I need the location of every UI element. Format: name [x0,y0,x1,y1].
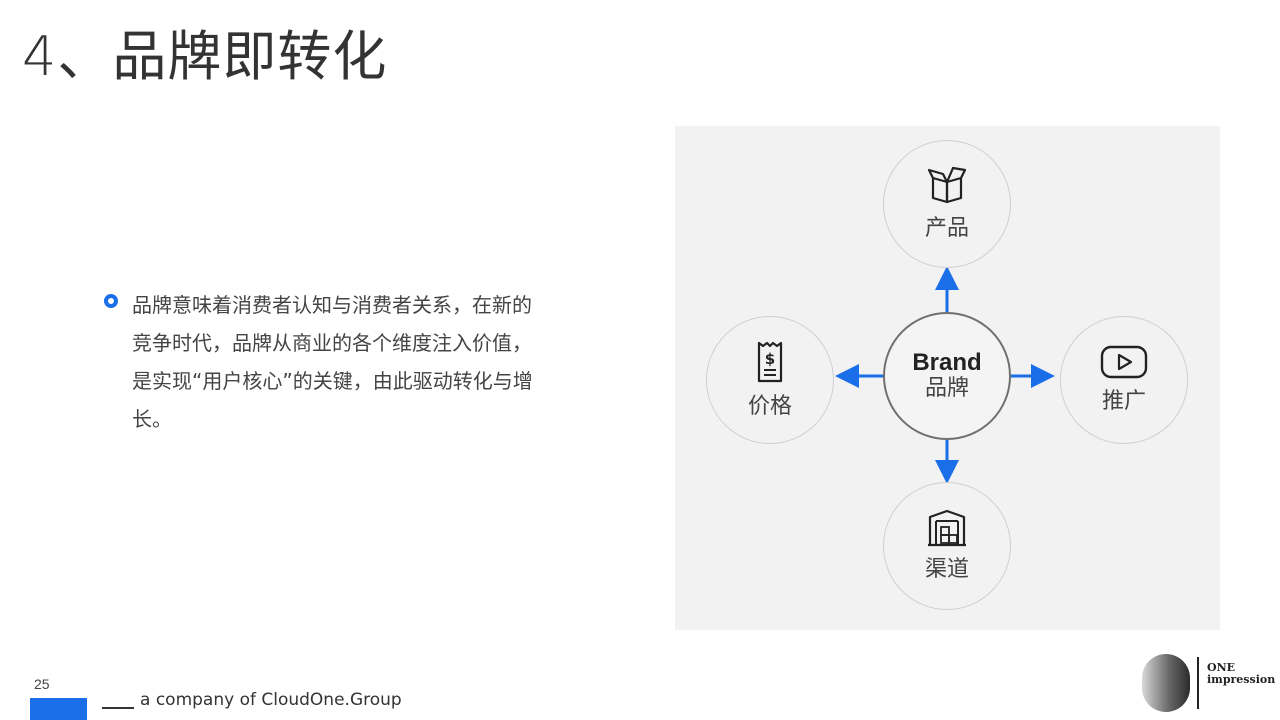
svg-text:$: $ [765,350,775,368]
node-promotion: 推广 [1060,316,1188,444]
slide-title: 4、品牌即转化 [22,25,388,88]
page-number: 25 [34,676,50,692]
logo-divider [1197,657,1199,709]
footer-divider [102,707,134,709]
receipt-dollar-icon: $ [757,341,783,383]
logo-line1: ONE [1207,661,1236,674]
node-product: 产品 [883,140,1011,268]
logo-mark-icon [1142,654,1190,712]
node-price: $ 价格 [706,316,834,444]
warehouse-icon [928,509,966,547]
bullet-dot-icon [104,294,118,308]
node-brand-subtitle: 品牌 [924,376,969,401]
node-channel: 渠道 [883,482,1011,610]
logo-text: ONE impression [1207,662,1275,686]
node-brand: Brand 品牌 [883,312,1011,440]
box-icon [927,166,967,204]
bullet-text: 品牌意味着消费者认知与消费者关系，在新的竞争时代，品牌从商业的各个维度注入价值，… [132,293,533,431]
logo-line2: impression [1207,673,1276,686]
node-price-label: 价格 [747,394,792,419]
bullet-point: 品牌意味着消费者认知与消费者关系，在新的竞争时代，品牌从商业的各个维度注入价值，… [104,286,544,438]
video-play-icon [1100,345,1148,379]
footer-company-text: a company of CloudOne.Group [140,690,402,710]
brand-diagram: 产品 $ 价格 Brand 品牌 推广 渠道 [675,126,1220,630]
footer-accent-block [30,698,87,720]
node-product-label: 产品 [924,216,969,241]
node-brand-title: Brand [912,349,982,376]
node-promotion-label: 推广 [1101,389,1146,414]
node-channel-label: 渠道 [924,557,969,582]
